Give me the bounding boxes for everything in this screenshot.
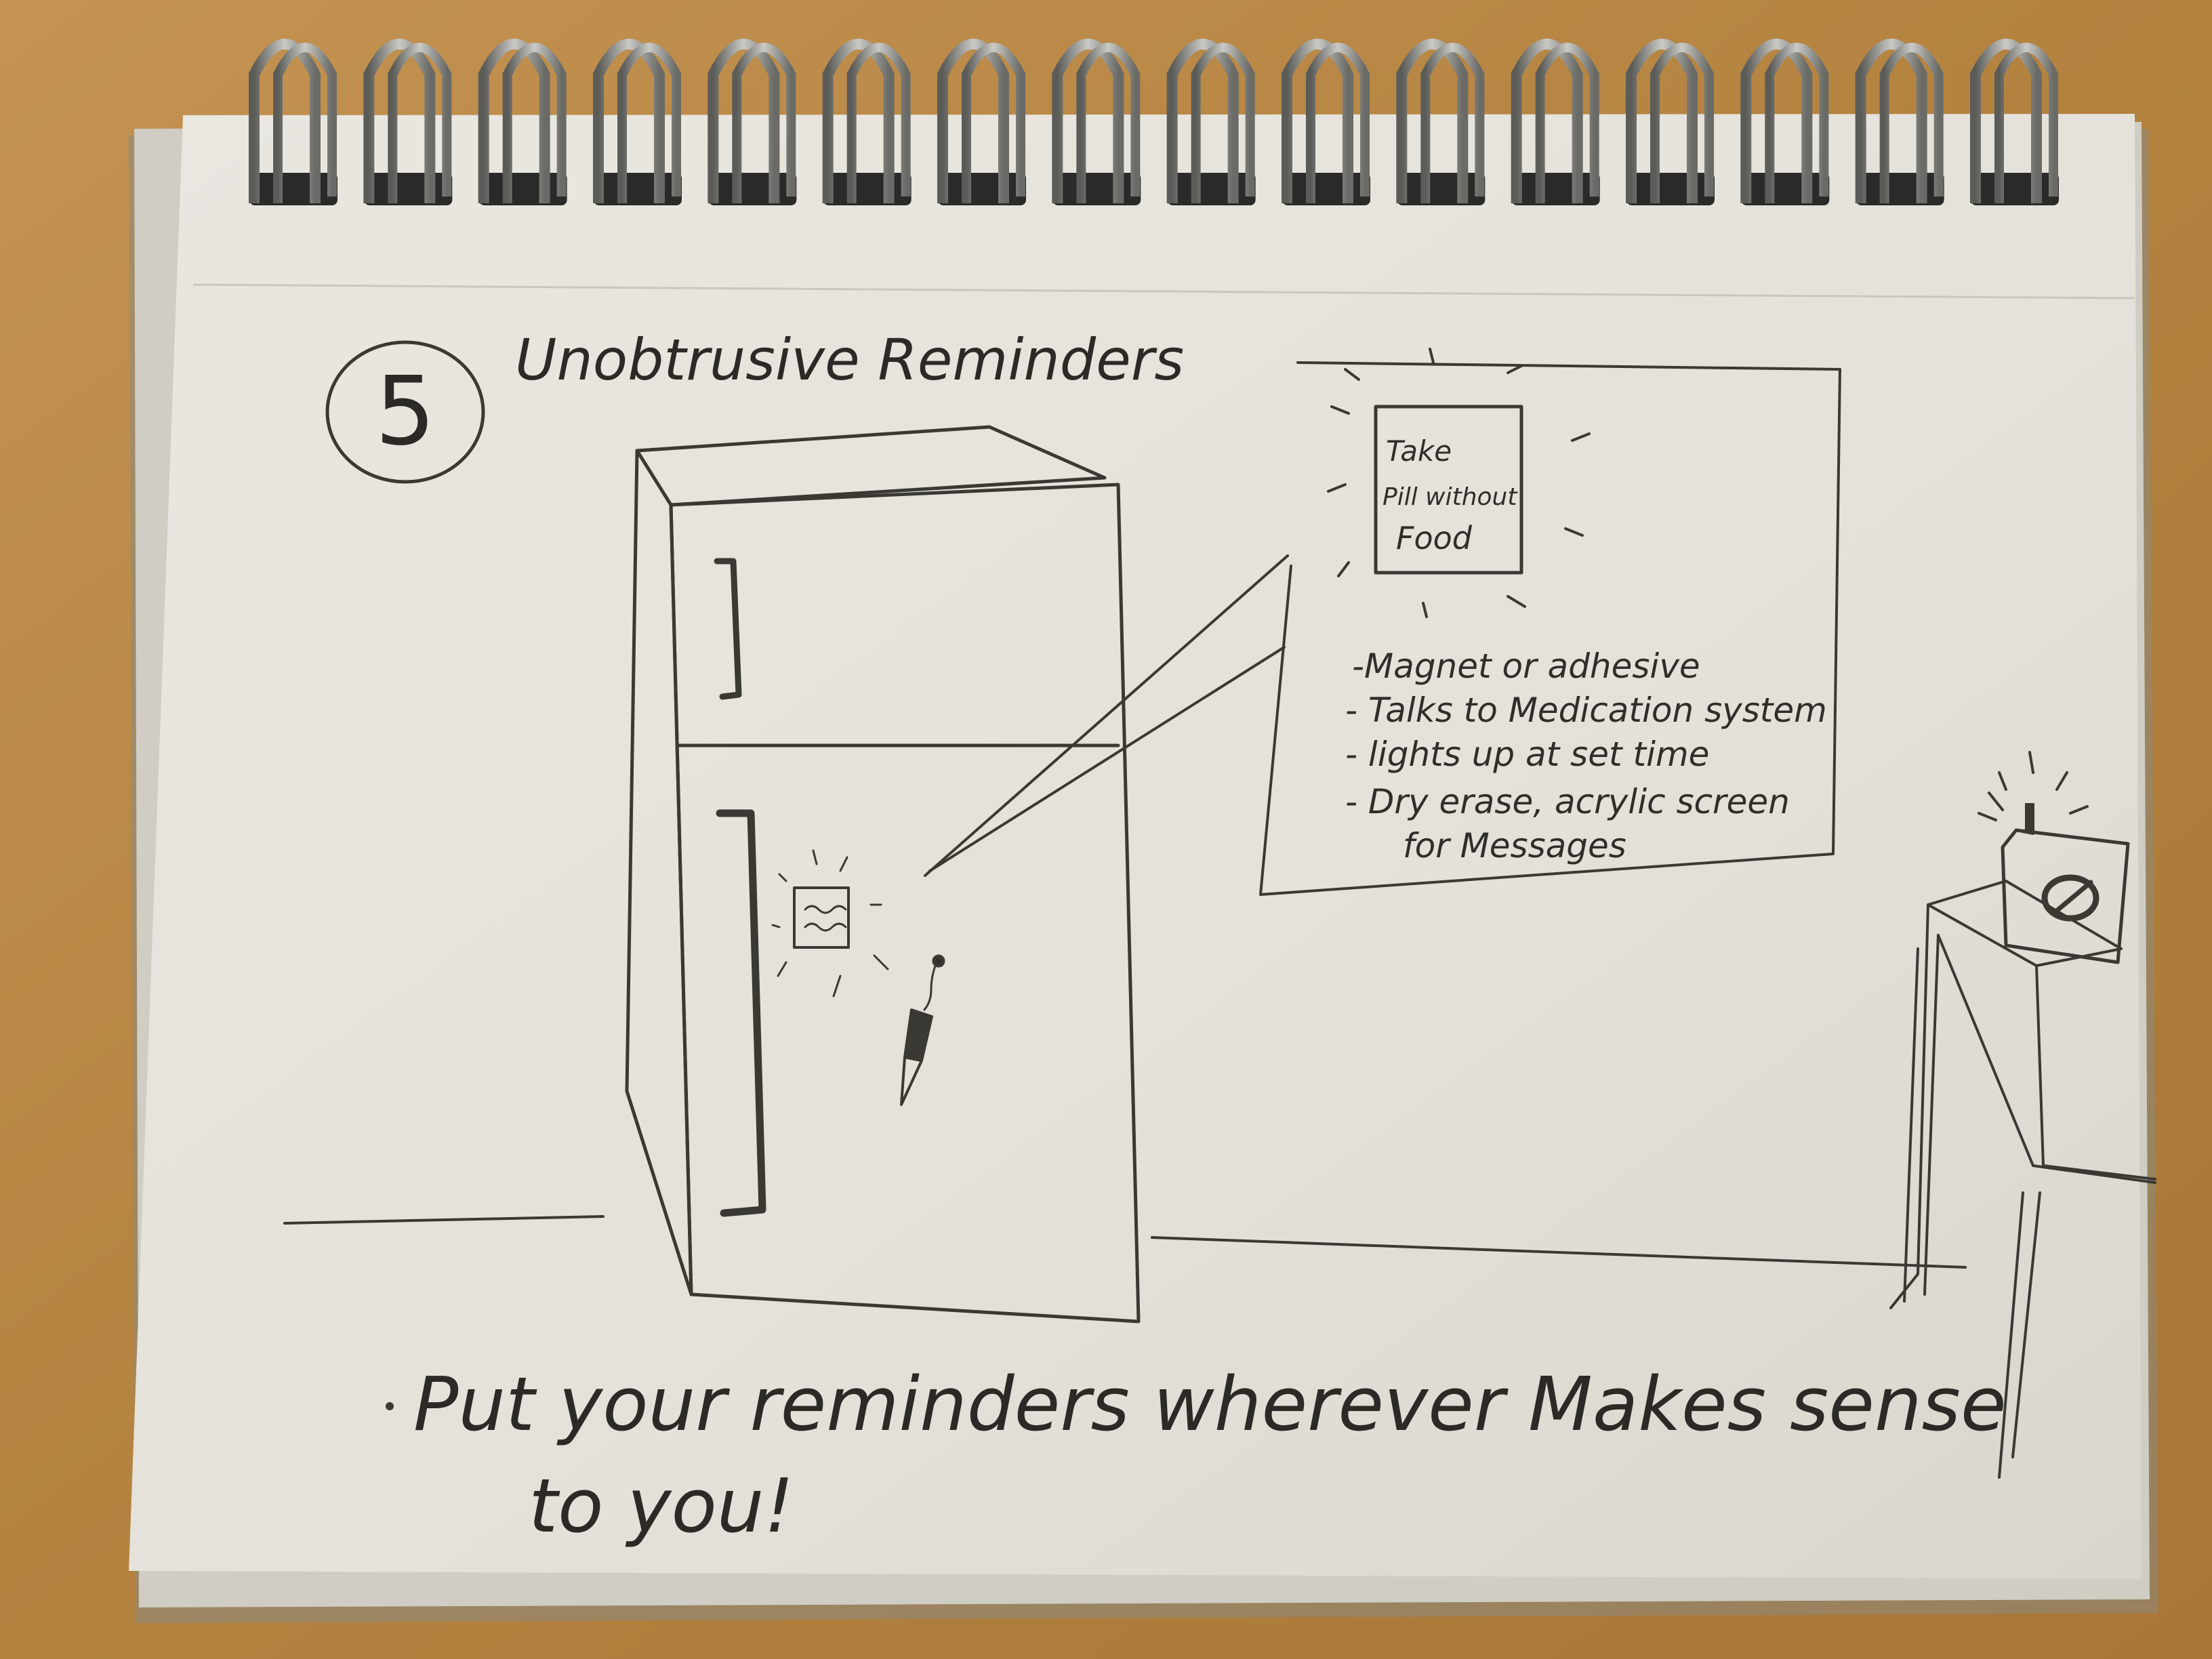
- feature-item: - Dry erase, acrylic screen: [1345, 782, 1790, 821]
- callout-box: [1259, 361, 1841, 896]
- spiral-ring: [1420, 43, 1485, 203]
- binding-hole: [1167, 173, 1256, 205]
- step-number: 5: [375, 356, 435, 467]
- pill-icon: [2041, 874, 2100, 922]
- binding-hole: [1397, 173, 1486, 205]
- spiral-ring: [937, 39, 1009, 203]
- spiral-ring: [1626, 39, 1698, 203]
- step-number-badge: 5: [325, 340, 485, 484]
- binding-hole: [1052, 173, 1141, 205]
- spiral-ring: [388, 43, 452, 203]
- spiral-ring: [846, 43, 911, 203]
- pill-box-drawing: [1978, 751, 2130, 964]
- refrigerator-drawing: [625, 425, 1141, 1324]
- feature-item: for Messages: [1403, 826, 1626, 865]
- binding-hole: [1282, 173, 1370, 205]
- spiral-ring: [1855, 39, 1927, 203]
- spiral-ring: [1765, 43, 1829, 203]
- spiral-ring: [1970, 39, 2042, 203]
- binding-hole: [249, 173, 337, 205]
- spiral-ring: [1052, 39, 1124, 203]
- spiral-ring: [962, 43, 1025, 203]
- spiral-ring: [1879, 43, 1944, 203]
- spiral-ring: [1282, 39, 1353, 203]
- feature-item: - Talks to Medication system: [1345, 691, 1827, 730]
- binding-hole: [1626, 173, 1715, 205]
- sketch-title: Unobtrusive Reminders: [515, 327, 1184, 393]
- spiral-ring: [502, 43, 567, 203]
- spiral-ring: [1166, 39, 1239, 203]
- spiral-ring: [1306, 43, 1370, 203]
- binding-hole: [594, 173, 682, 205]
- feature-list: -Magnet or adhesive - Talks to Medicatio…: [1345, 647, 1827, 865]
- spiral-ring: [1511, 39, 1583, 203]
- spiral-ring: [478, 39, 550, 203]
- spiral-ring: [732, 43, 796, 203]
- spiral-binding: [249, 39, 2059, 205]
- binding-hole: [1741, 173, 1830, 205]
- feature-item: -Magnet or adhesive: [1352, 647, 1700, 686]
- spiral-ring: [273, 43, 337, 203]
- magnet-line-2: Pill without: [1382, 483, 1518, 511]
- spiral-ring: [1994, 43, 2058, 203]
- binding-hole: [478, 173, 567, 205]
- binding-hole: [823, 173, 912, 205]
- magnet-line-1: Take: [1386, 434, 1452, 468]
- spiral-ring: [593, 39, 665, 203]
- binding-hole: [1971, 173, 2059, 205]
- floor-lines: [283, 1215, 1967, 1269]
- spiral-ring: [363, 39, 436, 203]
- caption-line-2: to you!: [529, 1462, 794, 1549]
- spiral-ring: [708, 39, 780, 203]
- spiral-ring: [1740, 39, 1813, 203]
- spiral-ring: [1191, 43, 1255, 203]
- spiral-ring: [617, 43, 681, 203]
- sketch-page: [129, 114, 2142, 1579]
- binding-hole: [364, 173, 453, 205]
- binding-hole: [1511, 173, 1600, 205]
- magnet-line-3: Food: [1396, 520, 1473, 556]
- spiral-ring: [1076, 43, 1141, 203]
- spiral-ring: [822, 39, 895, 203]
- page-fold-line: [192, 283, 2135, 300]
- magnet-display: Take Pill without Food: [1327, 348, 1591, 618]
- side-table-drawing: [1889, 880, 2156, 1479]
- binding-hole: [708, 173, 797, 205]
- binding-hole: [938, 173, 1026, 205]
- callout-pointer: [924, 554, 1289, 877]
- spiral-ring: [1535, 43, 1599, 203]
- feature-item: - lights up at set time: [1345, 735, 1709, 774]
- spiral-ring: [249, 39, 321, 203]
- caption-line-1: Put your reminders wherever Makes sense: [413, 1361, 2007, 1448]
- caption: Put your reminders wherever Makes sense …: [386, 1361, 2007, 1549]
- binding-hole: [1856, 173, 1944, 205]
- spiral-ring: [1650, 43, 1714, 203]
- spiral-ring: [1396, 39, 1469, 203]
